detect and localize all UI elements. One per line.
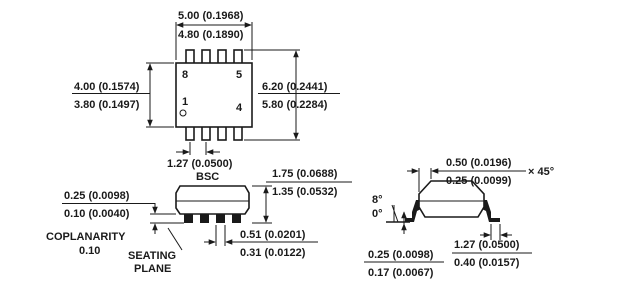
pin-label-4: 4 [236, 102, 243, 114]
lead-thk-min-label: 0.17 (0.0067) [368, 267, 434, 279]
side-height-min-label: 1.35 (0.0532) [272, 186, 338, 198]
seating-plane-label-2: PLANE [134, 263, 171, 275]
width-min-label: 4.80 (0.1890) [178, 29, 244, 41]
width-max-label: 5.00 (0.1968) [178, 10, 244, 22]
height-max-label: 4.00 (0.1574) [74, 81, 140, 93]
pin1-indicator-dot [179, 109, 187, 117]
chamfer-angle-label: × 45° [528, 166, 554, 178]
pitch-note-label: BSC [196, 171, 219, 183]
span-max-label: 6.20 (0.2441) [262, 81, 328, 93]
chamfer-max-label: 0.50 (0.0196) [446, 157, 512, 169]
package-body-end [418, 180, 485, 218]
package-body-side [175, 185, 250, 215]
angle-lead-ref [391, 204, 399, 223]
angle-max-label: 8° [372, 194, 383, 206]
pin-label-1: 1 [182, 96, 188, 108]
span-min-label: 5.80 (0.2284) [262, 99, 328, 111]
coplanarity-value: 0.10 [79, 245, 100, 257]
foot-max-label: 1.27 (0.0500) [454, 239, 520, 251]
standoff-max-label: 0.25 (0.0098) [64, 190, 130, 202]
height-min-label: 3.80 (0.1497) [74, 99, 140, 111]
end-view: 0.50 (0.0196) 0.25 (0.0099) × 45° 8° 0° … [364, 157, 554, 279]
pin-label-5: 5 [236, 69, 242, 81]
top-view: 8 5 1 4 5.00 (0.1968) 4.80 (0.1890) 4.00… [72, 10, 340, 183]
package-body-top [175, 62, 253, 128]
lead-width-max-label: 0.51 (0.0201) [240, 229, 306, 241]
end-lead-left [405, 200, 421, 222]
coplanarity-label: COPLANARITY [46, 231, 126, 243]
angle-min-label: 0° [372, 208, 383, 220]
pitch-label: 1.27 (0.0500) [167, 158, 233, 170]
top-pins [185, 49, 243, 66]
side-view: 1.75 (0.0688) 1.35 (0.0532) 0.25 (0.0098… [46, 168, 352, 275]
end-lead-right [482, 200, 500, 222]
pin-label-8: 8 [182, 69, 188, 81]
side-height-max-label: 1.75 (0.0688) [272, 168, 338, 180]
seating-plane-label-1: SEATING [128, 250, 176, 262]
foot-min-label: 0.40 (0.0157) [454, 257, 520, 269]
lead-width-min-label: 0.31 (0.0122) [240, 247, 306, 259]
lead-thk-max-label: 0.25 (0.0098) [368, 249, 434, 261]
chamfer-min-label: 0.25 (0.0099) [446, 175, 512, 187]
standoff-min-label: 0.10 (0.0040) [64, 208, 130, 220]
seating-plane-leader [167, 227, 183, 251]
